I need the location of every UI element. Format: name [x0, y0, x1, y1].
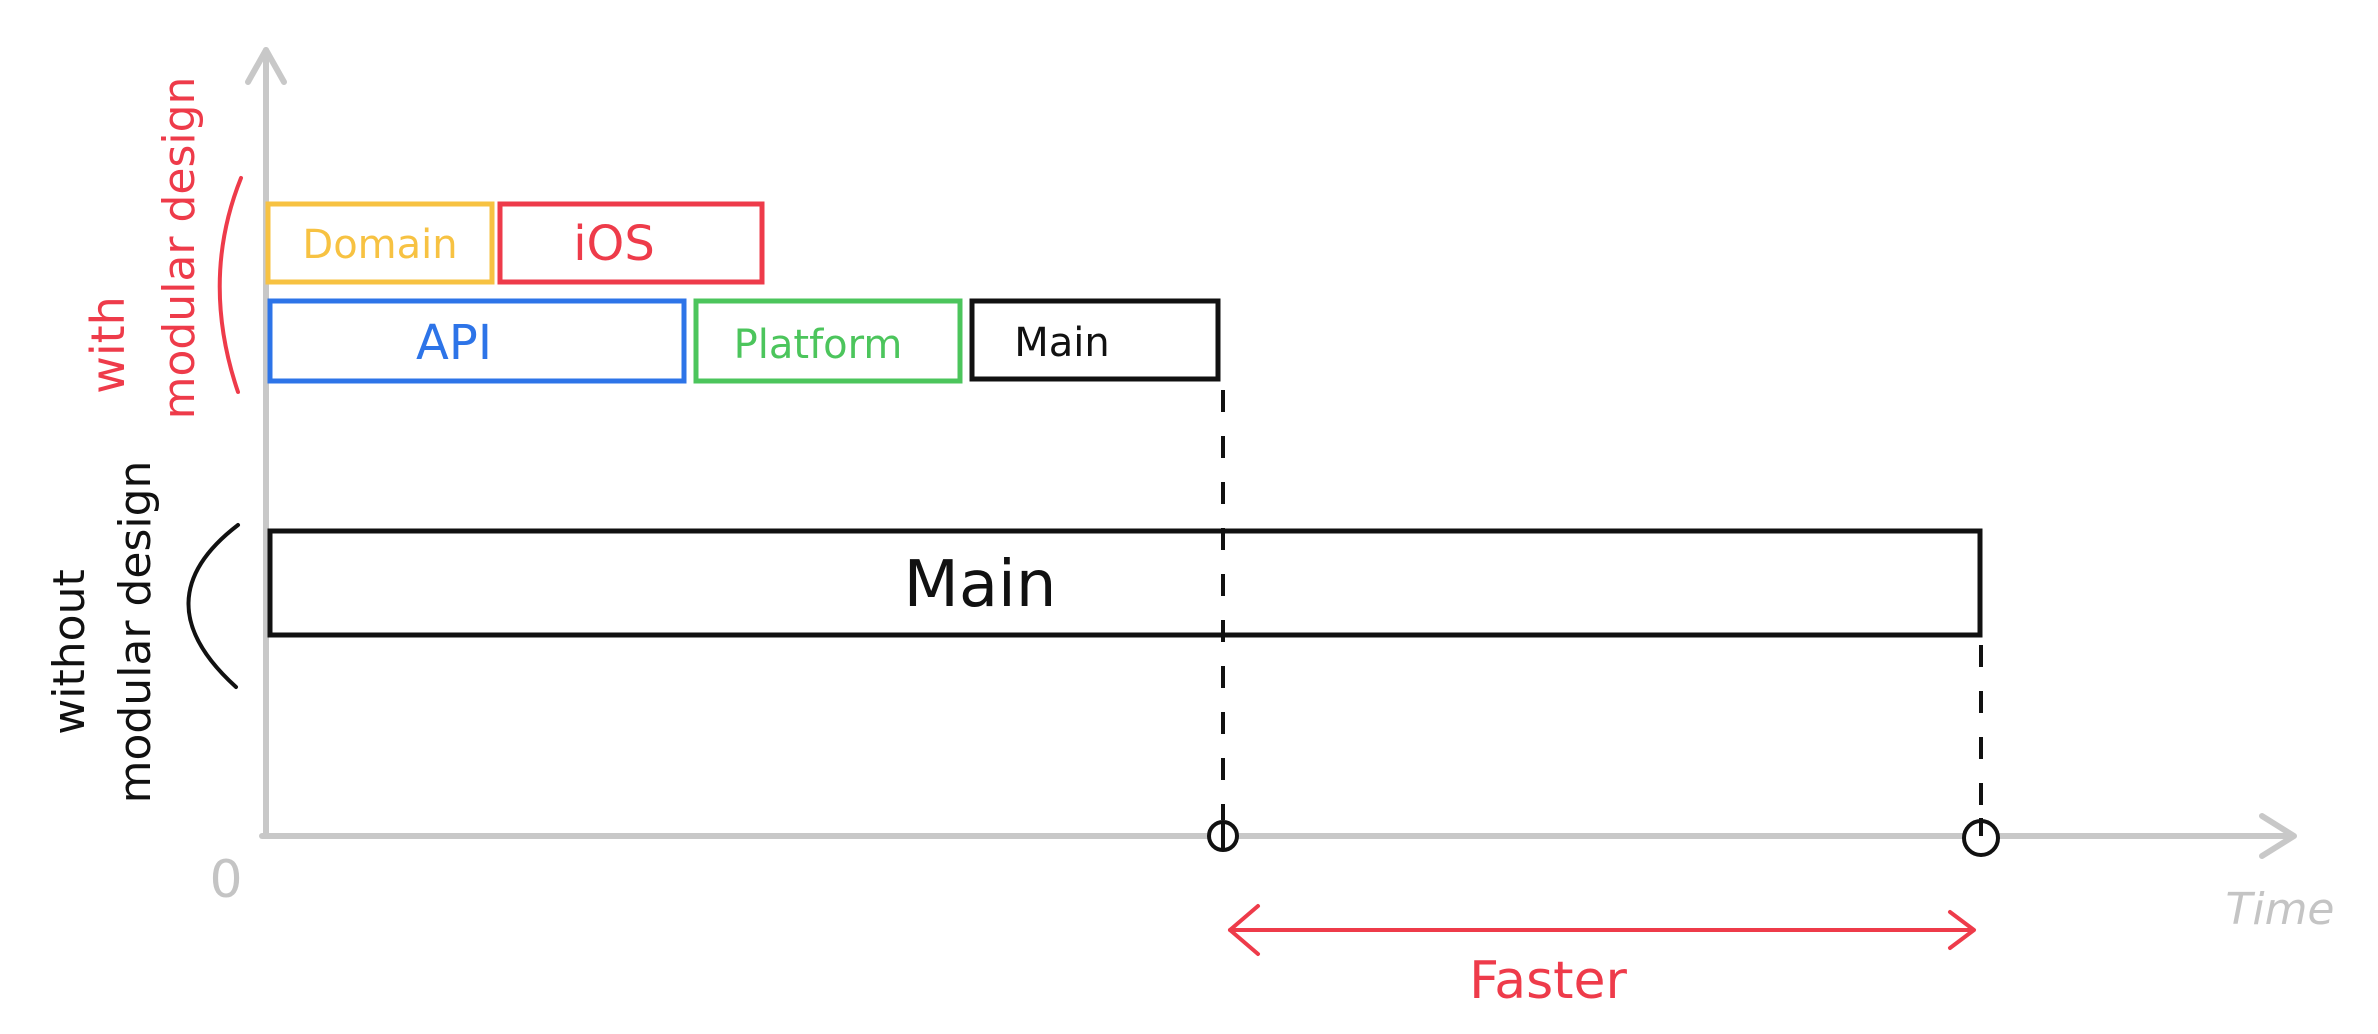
bar-ios-label: iOS — [573, 216, 655, 272]
bar-domain-label: Domain — [302, 222, 457, 268]
faster-comparison: Faster — [1228, 904, 1976, 1011]
bar-platform-label: Platform — [734, 322, 903, 368]
without-label-line2: modular design — [110, 461, 161, 804]
faster-arrow-right-head — [1948, 910, 1976, 950]
bar-api-box — [267, 298, 687, 384]
bar-main-monolith-box — [267, 528, 1983, 638]
with-label-line1: with — [81, 296, 135, 394]
origin-label: 0 — [209, 850, 242, 910]
bar-ios-box — [497, 201, 765, 285]
bar-main-modular-box — [969, 298, 1221, 382]
y-axis-arrowhead — [245, 47, 287, 85]
x-axis-label: Time — [2225, 884, 2334, 935]
bar-domain: Domain — [265, 201, 495, 285]
without-modular-design-group: without modular design — [44, 461, 240, 804]
bar-main-monolith-label: Main — [904, 548, 1057, 622]
bar-main-modular: Main — [969, 298, 1221, 382]
without-label-line1: without — [44, 569, 95, 734]
completion-markers — [1207, 390, 2000, 857]
bar-api-label: API — [416, 315, 492, 371]
with-label-line2: modular design — [154, 77, 205, 420]
bar-ios: iOS — [497, 201, 765, 285]
bar-platform-box — [693, 298, 963, 384]
faster-arrow-left-head — [1228, 904, 1260, 956]
bar-api: API — [267, 298, 687, 384]
with-bracket — [217, 176, 243, 394]
bar-main-monolith: Main — [267, 528, 1983, 638]
axes: 0 Time — [209, 47, 2335, 935]
bar-main-modular-label: Main — [1014, 320, 1110, 366]
faster-label: Faster — [1469, 951, 1627, 1011]
x-axis-arrowhead — [2259, 813, 2297, 859]
bar-domain-box — [265, 201, 495, 285]
with-modular-design-group: with modular design — [81, 77, 243, 420]
without-bracket — [186, 523, 240, 689]
bar-platform: Platform — [693, 298, 963, 384]
